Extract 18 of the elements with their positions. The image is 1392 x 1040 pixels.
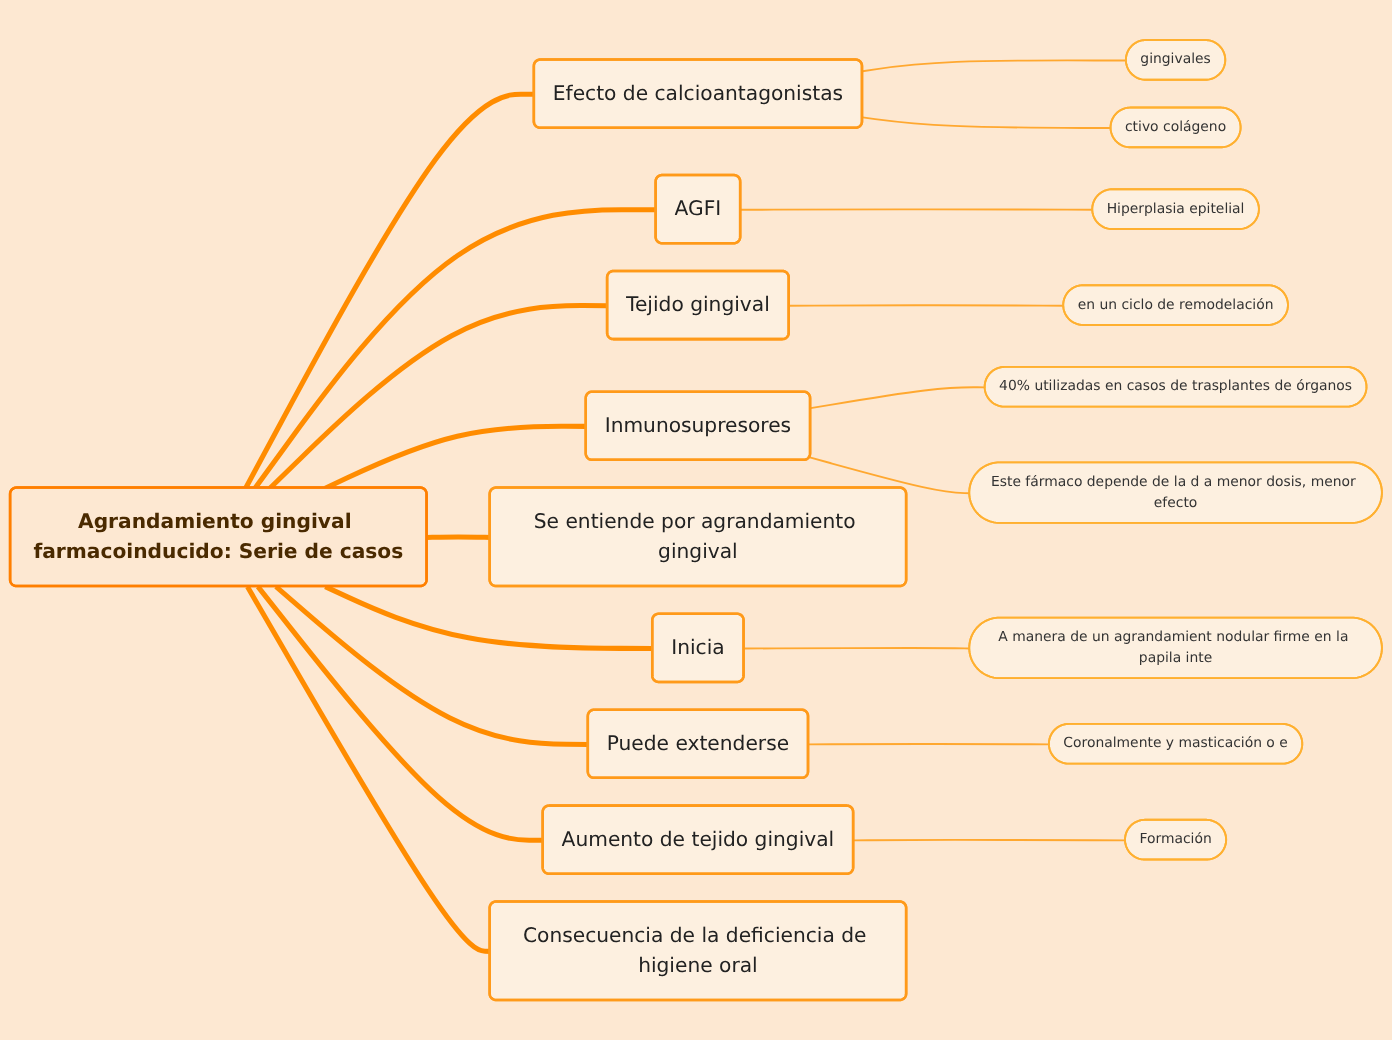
- connector: [809, 386, 987, 410]
- connector: [427, 534, 491, 540]
- connector: [861, 59, 1128, 73]
- connector: [808, 456, 971, 495]
- connector: [243, 91, 535, 490]
- connector: [255, 585, 544, 843]
- connector: [245, 585, 491, 954]
- connector: [324, 584, 653, 651]
- connector: [739, 208, 1094, 211]
- connector: [788, 304, 1065, 307]
- connector: [743, 647, 971, 650]
- connector: [807, 743, 1051, 746]
- connector: [274, 584, 589, 747]
- connector: [861, 116, 1113, 129]
- connector: [268, 303, 608, 490]
- connector: [324, 423, 587, 491]
- connector: [852, 838, 1127, 842]
- connector: [252, 207, 657, 490]
